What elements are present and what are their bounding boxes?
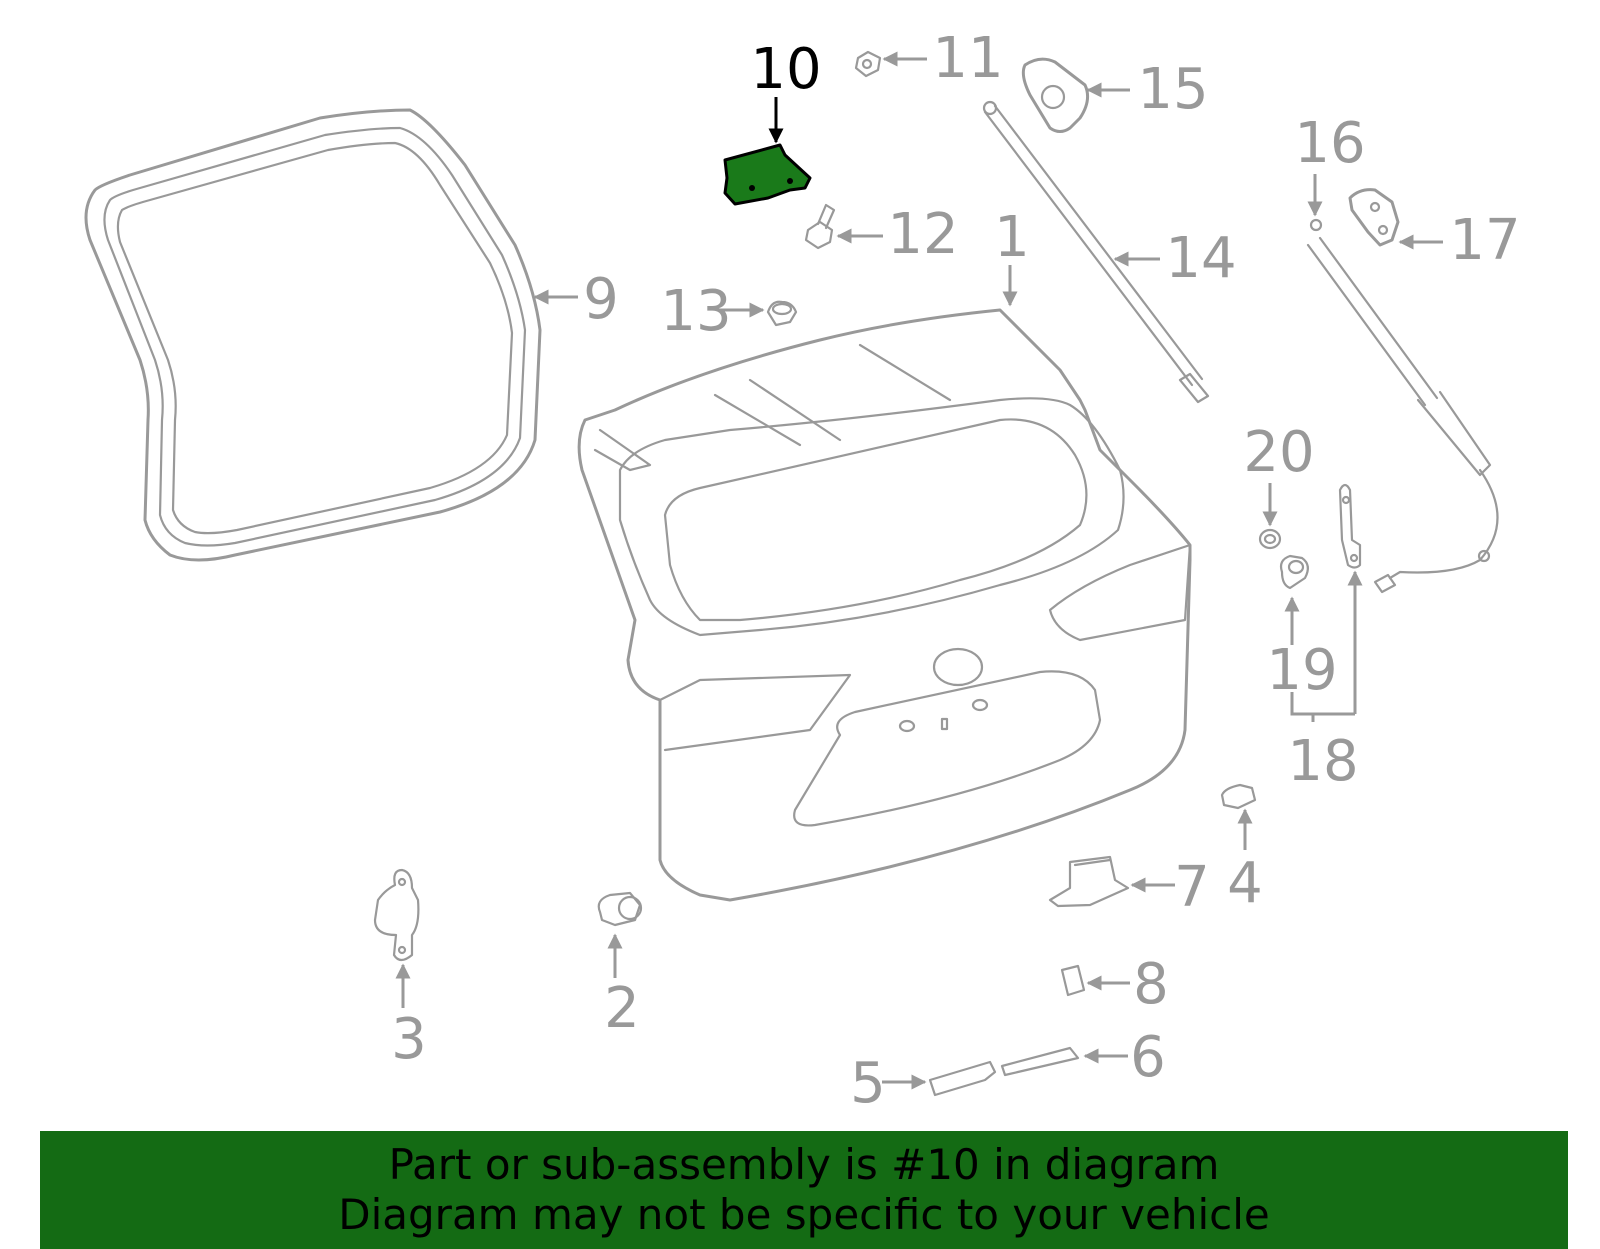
callout-8: 8 — [1133, 952, 1169, 1017]
part-15-plate — [1021, 57, 1090, 133]
callout-12: 12 — [887, 202, 958, 267]
info-banner: Part or sub-assembly is #10 in diagram D… — [40, 1131, 1568, 1249]
callout-19: 19 — [1266, 638, 1337, 703]
part-16-power-strut — [1306, 218, 1499, 594]
callout-4: 4 — [1227, 851, 1263, 916]
part-3-bumper — [373, 868, 420, 962]
leader-18-bracket — [1290, 692, 1355, 722]
callout-labels: 1 2 3 4 5 6 7 8 9 10 11 12 13 14 15 16 1… — [391, 26, 1520, 1116]
part-17-bracket — [1348, 188, 1400, 247]
part-2-grommet — [597, 891, 643, 927]
part-20-washer — [1258, 528, 1282, 550]
part-14-strut — [982, 100, 1210, 404]
callout-7: 7 — [1174, 855, 1210, 920]
callout-3: 3 — [391, 1007, 427, 1072]
callout-20: 20 — [1243, 420, 1314, 485]
part-18-bracket — [1338, 483, 1362, 569]
part-5-molding — [928, 1060, 997, 1097]
banner-line-part: Part or sub-assembly is #10 in diagram — [388, 1140, 1220, 1189]
part-6-molding — [1000, 1046, 1080, 1077]
callout-16: 16 — [1294, 111, 1365, 176]
part-12-bolt — [804, 203, 836, 250]
callout-5: 5 — [850, 1051, 886, 1116]
part-1-liftgate — [577, 308, 1192, 902]
part-10-bracket-highlighted — [723, 143, 812, 206]
callout-15: 15 — [1137, 57, 1208, 122]
part-11-nut — [854, 50, 882, 78]
callout-6: 6 — [1130, 1025, 1166, 1090]
part-4-pad — [1220, 783, 1257, 810]
callout-2: 2 — [604, 976, 640, 1041]
callout-13: 13 — [660, 279, 731, 344]
part-8-clip — [1060, 964, 1086, 997]
callout-1: 1 — [994, 205, 1030, 270]
callout-9: 9 — [583, 267, 619, 332]
part-13-clip — [766, 300, 798, 327]
parts-diagram: 1 2 3 4 5 6 7 8 9 10 11 12 13 14 15 16 1… — [84, 26, 1521, 1116]
callout-17: 17 — [1449, 208, 1520, 273]
part-9-weatherstrip — [84, 108, 542, 562]
callout-14: 14 — [1165, 226, 1236, 291]
leader-arrows — [395, 51, 1443, 1090]
callout-10: 10 — [750, 37, 821, 102]
part-19-cap — [1279, 554, 1309, 590]
banner-line-disclaimer: Diagram may not be specific to your vehi… — [338, 1190, 1270, 1239]
callout-11: 11 — [932, 26, 1003, 91]
callout-18: 18 — [1287, 729, 1358, 794]
part-7-handle — [1048, 855, 1130, 908]
